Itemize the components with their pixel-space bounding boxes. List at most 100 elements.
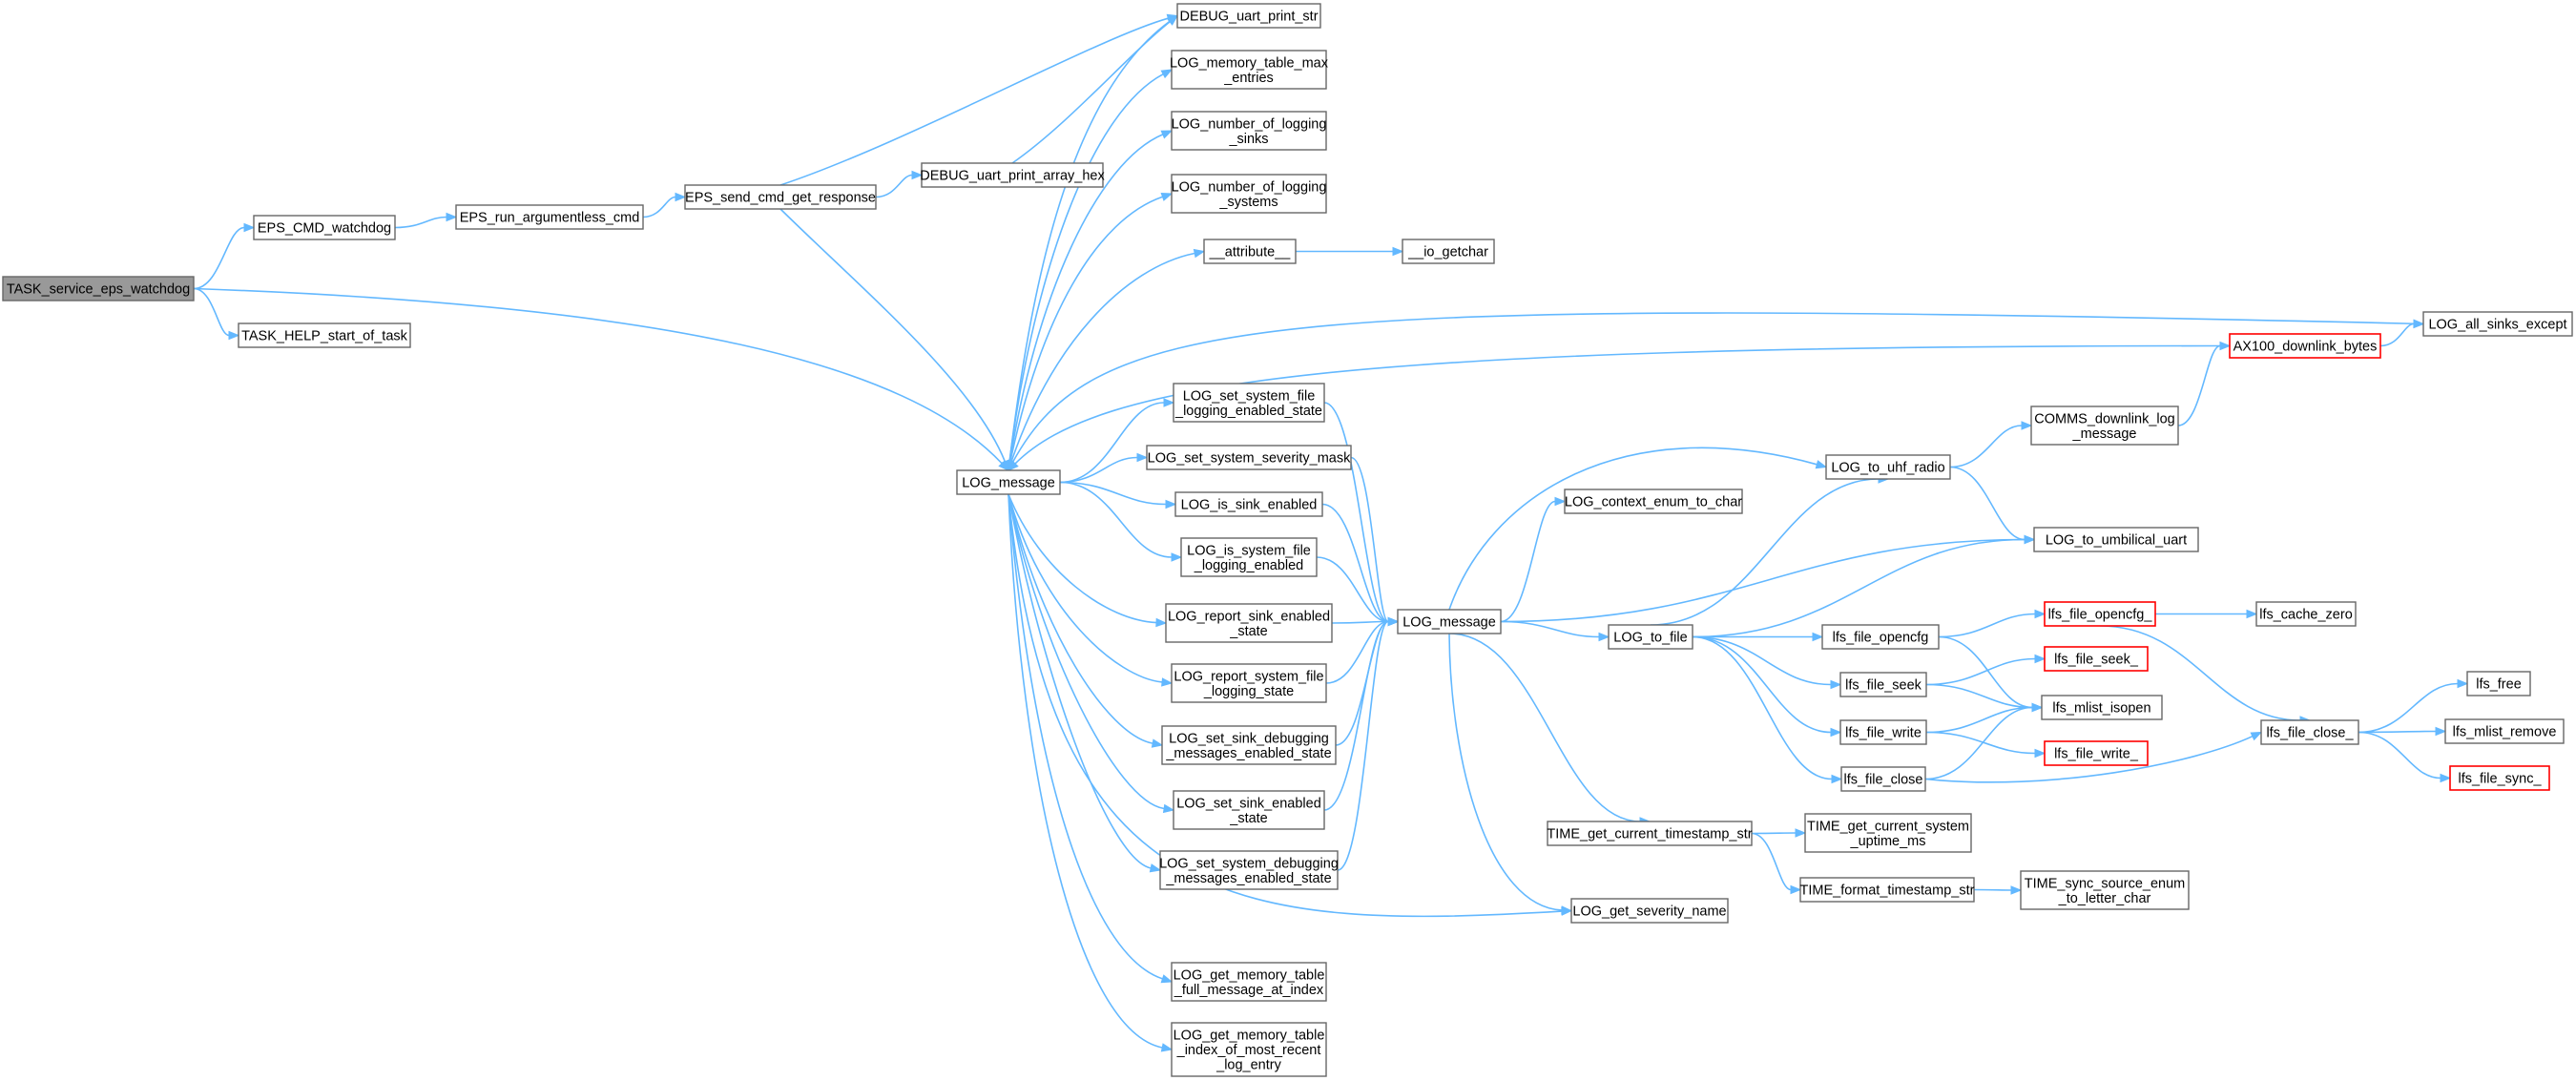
call-edge-report_sys_file-to-log_message_2 (1325, 620, 1389, 684)
node-label: COMMS_downlink_log (2034, 411, 2174, 426)
function-node-log-num-systems[interactable]: LOG_number_of_logging_systems (1171, 174, 1327, 214)
node-box (1839, 719, 1927, 745)
function-node-lfs-free[interactable]: lfs_free (2466, 671, 2531, 696)
function-node-set-sys-debug[interactable]: LOG_set_system_debugging_messages_enable… (1159, 850, 1339, 890)
function-node-set-sys-sev-mask[interactable]: LOG_set_system_severity_mask (1146, 445, 1352, 470)
call-edge-log_message_1-to-report_sink (1008, 493, 1157, 624)
function-node-get-mem-full[interactable]: LOG_get_memory_table_full_message_at_ind… (1171, 962, 1327, 1002)
function-node-log-message-2[interactable]: LOG_message (1397, 609, 1502, 634)
function-node-get-mem-recent[interactable]: LOG_get_memory_table_index_of_most_recen… (1171, 1022, 1327, 1077)
function-node-set-sink-enabled[interactable]: LOG_set_sink_enabled_state (1173, 790, 1325, 830)
function-node-log-to-uhf[interactable]: LOG_to_uhf_radio (1825, 454, 1951, 480)
function-node-ax100[interactable]: AX100_downlink_bytes (2229, 333, 2381, 359)
node-label: lfs_file_seek (1845, 678, 1922, 694)
node-box (2044, 601, 2156, 627)
function-node-log-message-1[interactable]: LOG_message (956, 469, 1061, 495)
function-node-log-all-sinks[interactable]: LOG_all_sinks_except (2422, 311, 2573, 337)
edge-arrowhead (1598, 632, 1610, 642)
function-node-log-to-file[interactable]: LOG_to_file (1608, 624, 1693, 650)
function-node-task-service[interactable]: TASK_service_eps_watchdog (2, 276, 195, 301)
function-node-lfs-opencfg-[interactable]: lfs_file_opencfg_ (2044, 601, 2156, 627)
call-edge-log_to_file-to-log_to_uhf (1650, 478, 1880, 626)
function-node-time-get-ts[interactable]: TIME_get_current_timestamp_str (1547, 821, 1753, 846)
function-node-log-to-umb[interactable]: LOG_to_umbilical_uart (2033, 527, 2199, 552)
edge-arrowhead (1166, 14, 1179, 26)
function-node-report-sys-file[interactable]: LOG_report_system_file_logging_state (1171, 663, 1327, 703)
node-label: lfs_file_sync_ (2458, 772, 2542, 787)
function-node-task-help-start[interactable]: TASK_HELP_start_of_task (238, 322, 411, 348)
function-node-log-mem-max[interactable]: LOG_memory_table_max_entries (1170, 50, 1329, 90)
node-box (1547, 821, 1753, 846)
call-edge-is_sink_enabled-to-log_message_2 (1321, 503, 1389, 623)
call-edge-log_message_2-to-time_get_ts (1448, 633, 1641, 822)
function-node-lfs-mlist-remove[interactable]: lfs_mlist_remove (2444, 718, 2565, 744)
node-box (1402, 239, 1495, 264)
function-node-is-sink-enabled[interactable]: LOG_is_sink_enabled (1174, 491, 1323, 517)
node-label: lfs_file_seek_ (2054, 653, 2139, 668)
function-node-time-sync-src[interactable]: TIME_sync_source_enum_to_letter_char (2020, 870, 2190, 910)
call-edge-ax100-to-log_all_sinks (2379, 322, 2415, 347)
node-box (1165, 603, 1333, 643)
node-label: LOG_to_umbilical_uart (2046, 533, 2187, 549)
node-label: lfs_free (2476, 677, 2522, 693)
function-node-report-sink[interactable]: LOG_report_sink_enabled_state (1165, 603, 1333, 643)
node-label: LOG_get_memory_table (1174, 967, 1325, 983)
node-box (1804, 813, 1972, 853)
call-edge-log_to_file-to-log_to_umb (1692, 538, 2025, 638)
function-node-lfs-seek-[interactable]: lfs_file_seek_ (2044, 646, 2149, 672)
function-node-eps-run-argless[interactable]: EPS_run_argumentless_cmd (455, 204, 644, 230)
node-label: DEBUG_uart_print_str (1179, 10, 1318, 25)
call-edge-lfs_seek-to-lfs_mlist_isopen (1925, 683, 2033, 709)
node-box (1146, 445, 1352, 470)
function-node-lfs-opencfg[interactable]: lfs_file_opencfg (1821, 624, 1940, 650)
function-node-lfs-mlist-isopen[interactable]: lfs_mlist_isopen (2041, 695, 2163, 720)
node-label: lfs_mlist_remove (2453, 725, 2557, 740)
call-edge-log_message_1-to-set_sys_sev_mask (1059, 456, 1138, 484)
function-node-lfs-close[interactable]: lfs_file_close (1840, 766, 1926, 792)
node-box (2, 276, 195, 301)
function-node-log-context[interactable]: LOG_context_enum_to_char (1564, 489, 1743, 514)
function-node-debug-print-str[interactable]: DEBUG_uart_print_str (1176, 3, 1321, 29)
function-node-time-format[interactable]: TIME_format_timestamp_str (1799, 877, 1975, 903)
call-edge-debug_print_hex-to-debug_print_str (1011, 21, 1171, 164)
function-node-log-num-sinks[interactable]: LOG_number_of_logging_sinks (1171, 111, 1327, 151)
call-edge-log_message_1-to-set_sink_enabled (1008, 493, 1165, 810)
edge-arrowhead (1392, 246, 1404, 257)
function-node-io-getchar[interactable]: __io_getchar (1402, 239, 1495, 264)
function-node-time-uptime[interactable]: TIME_get_current_system_uptime_ms (1804, 813, 1972, 853)
function-node-eps-send-cmd[interactable]: EPS_send_cmd_get_response (684, 184, 877, 210)
function-node-eps-cmd-watchdog[interactable]: EPS_CMD_watchdog (253, 215, 396, 240)
node-label: lfs_file_write (1845, 726, 1922, 741)
function-node-lfs-cache-zero[interactable]: lfs_cache_zero (2255, 601, 2357, 627)
node-label: _systems (1218, 195, 1278, 210)
node-box (1171, 663, 1327, 703)
function-node-set-sys-file-log[interactable]: LOG_set_system_file_logging_enabled_stat… (1173, 383, 1325, 423)
node-box (1159, 850, 1339, 890)
function-node-is-sys-file-log[interactable]: LOG_is_system_file_logging_enabled (1180, 537, 1318, 577)
call-edge-log_to_uhf-to-comms_downlink (1949, 425, 2023, 468)
function-node-debug-print-hex[interactable]: DEBUG_uart_print_array_hex (920, 162, 1105, 188)
function-node-lfs-write-[interactable]: lfs_file_write_ (2044, 740, 2149, 766)
node-box (1171, 174, 1327, 214)
function-node-comms-downlink[interactable]: COMMS_downlink_log_message (2030, 405, 2179, 446)
node-label: lfs_file_write_ (2054, 747, 2139, 762)
node-box (253, 215, 396, 240)
node-label: LOG_get_severity_name (1572, 904, 1726, 920)
function-node-log-sev-name[interactable]: LOG_get_severity_name (1570, 898, 1729, 924)
node-box (238, 322, 411, 348)
node-label: EPS_CMD_watchdog (258, 221, 391, 237)
function-node-lfs-seek[interactable]: lfs_file_seek (1839, 672, 1927, 697)
node-box (684, 184, 877, 210)
function-node-lfs-sync-[interactable]: lfs_file_sync_ (2449, 765, 2550, 791)
function-node-lfs-close-[interactable]: lfs_file_close_ (2260, 719, 2359, 745)
node-box (2449, 765, 2550, 791)
node-label: __attribute__ (1209, 245, 1292, 260)
function-node-attribute[interactable]: __attribute__ (1203, 239, 1297, 264)
call-edge-lfs_opencfg_-to-lfs_close_ (2099, 625, 2301, 721)
edge-arrowhead (2435, 726, 2447, 737)
function-node-lfs-write[interactable]: lfs_file_write (1839, 719, 1927, 745)
node-label: LOG_to_uhf_radio (1831, 461, 1944, 476)
function-node-set-sink-debug[interactable]: LOG_set_sink_debugging_messages_enabled_… (1161, 725, 1337, 765)
node-label: LOG_message (962, 476, 1055, 491)
node-label: LOG_to_file (1613, 631, 1687, 646)
